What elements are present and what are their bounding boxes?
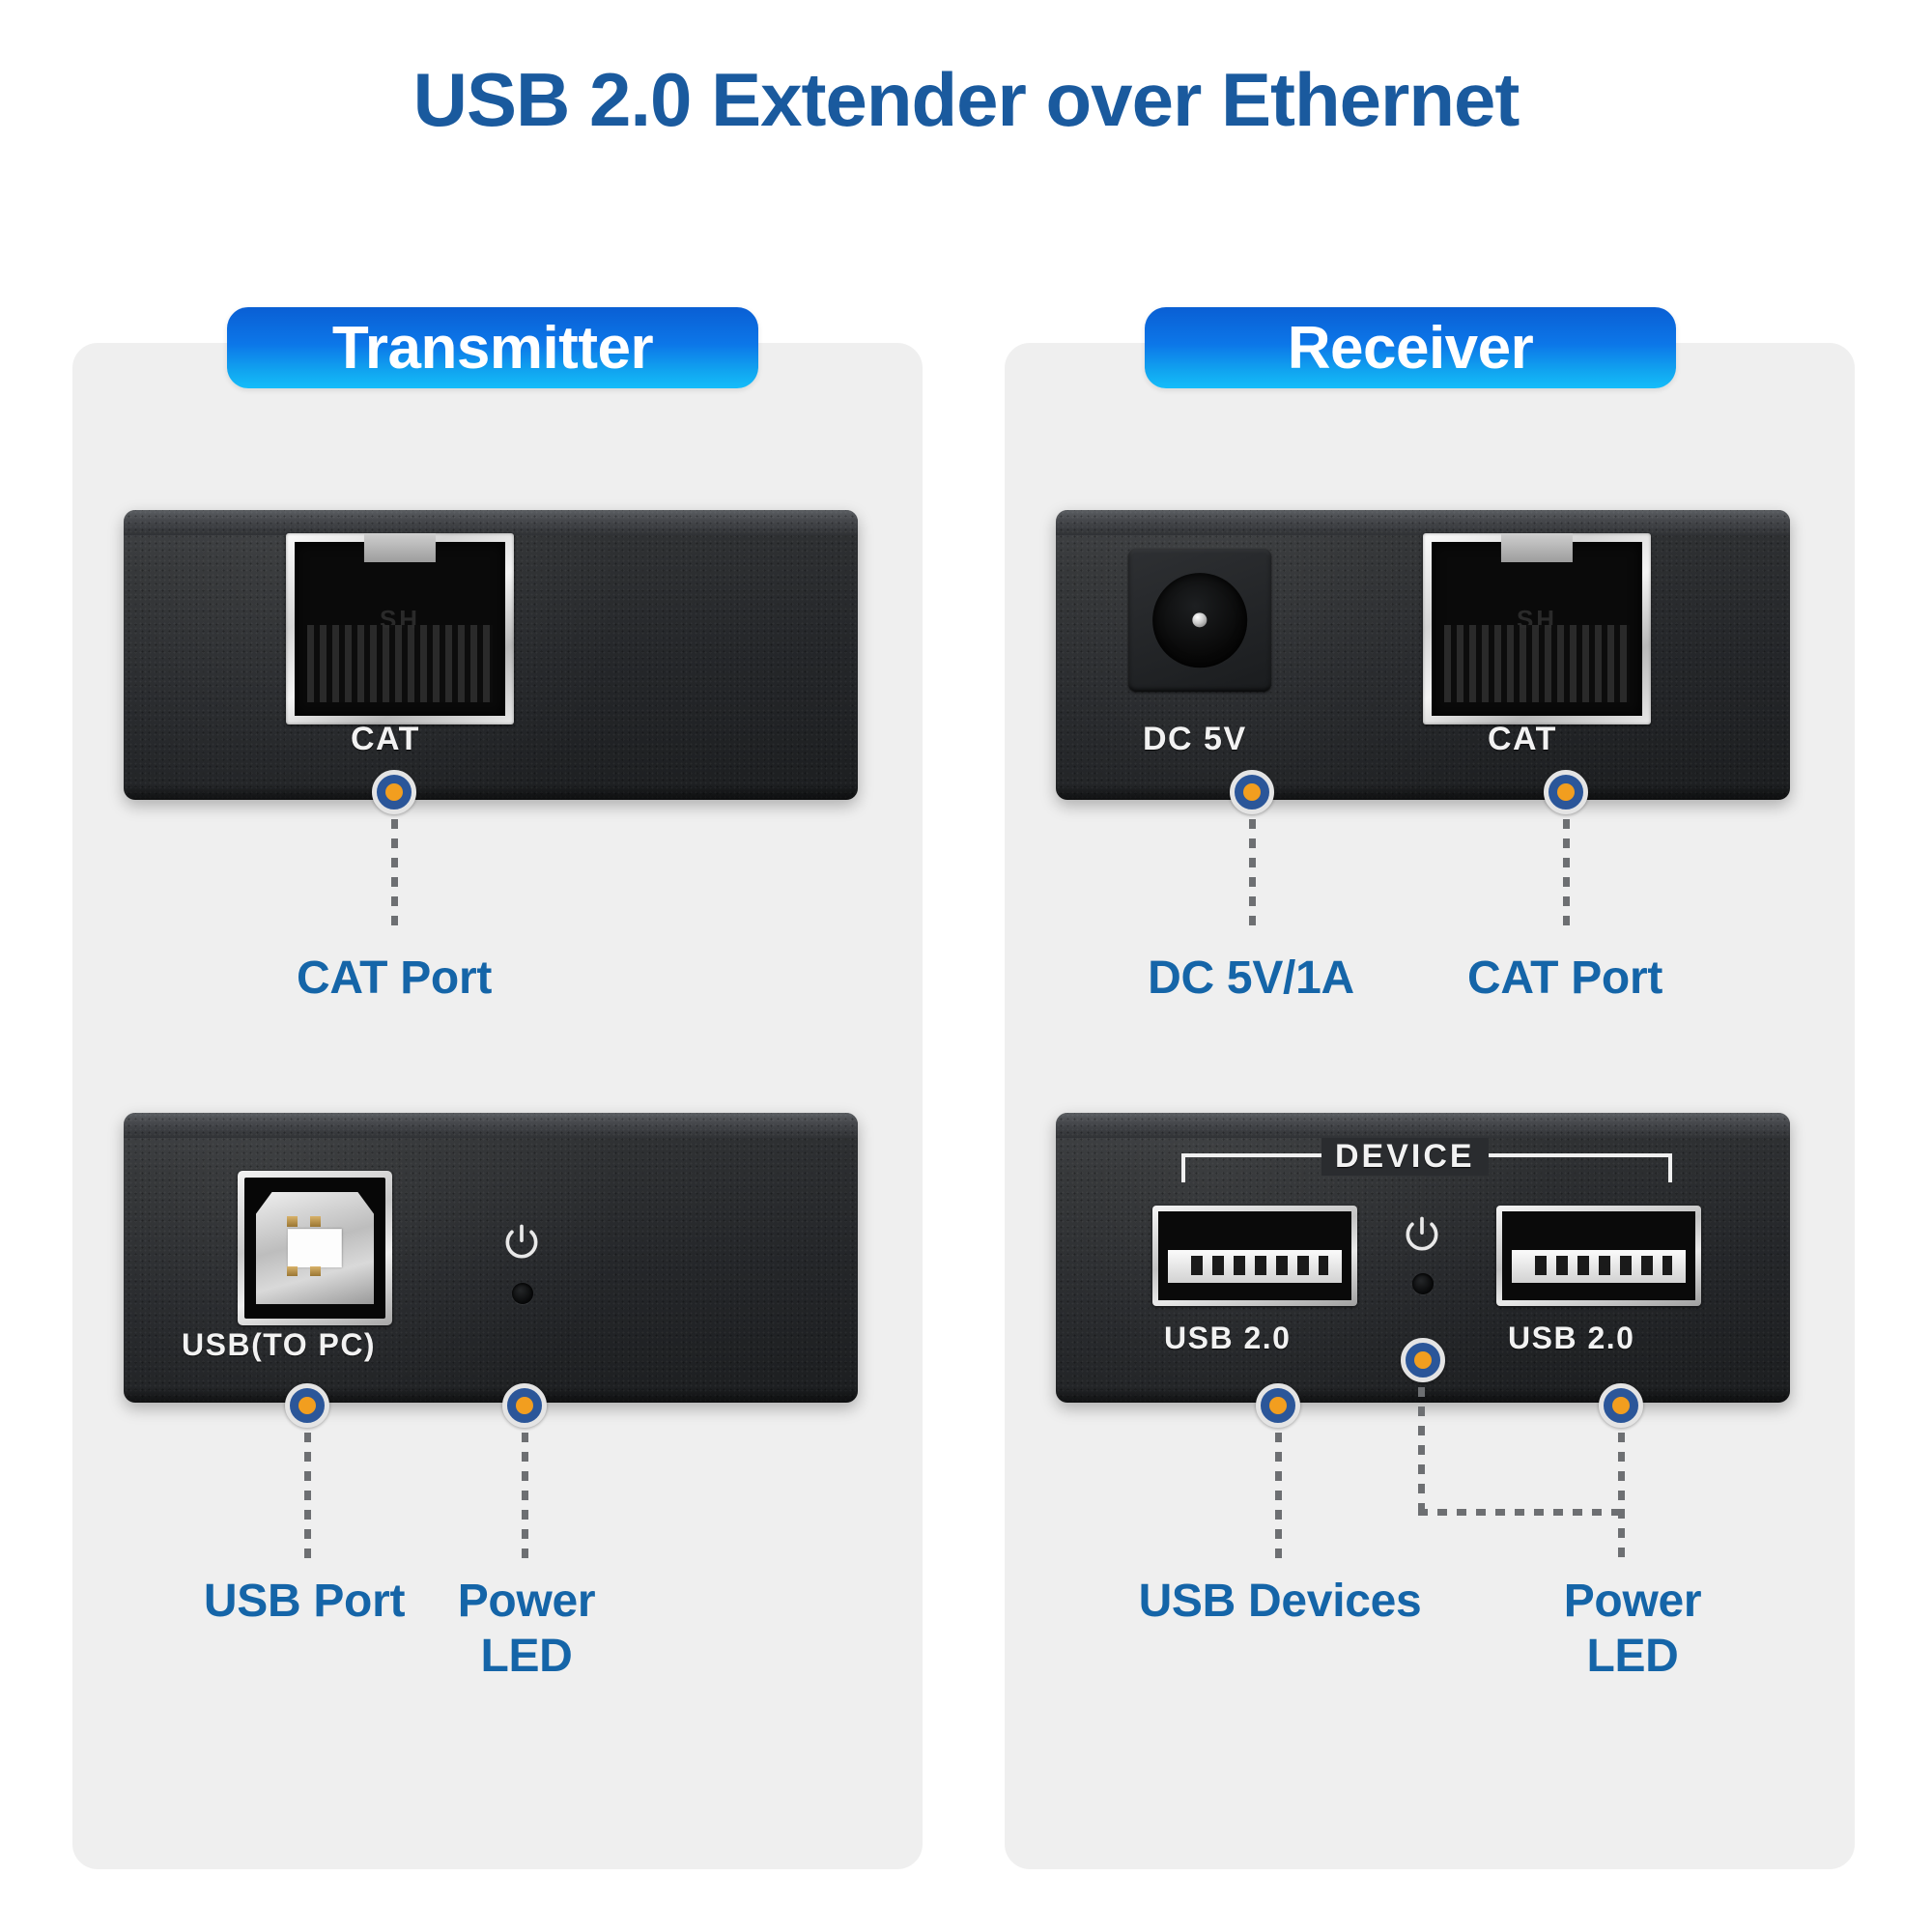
leader-usb-right-stub bbox=[1618, 1433, 1625, 1512]
usb-a-right-port[interactable] bbox=[1496, 1206, 1701, 1306]
device-top-bevel bbox=[1056, 1113, 1790, 1138]
power-led-hole bbox=[512, 1283, 533, 1304]
transmitter-badge: Transmitter bbox=[227, 307, 758, 388]
device-top-bevel bbox=[124, 1113, 858, 1138]
usb-b-insert bbox=[287, 1229, 343, 1267]
usb-b-contact bbox=[310, 1265, 322, 1277]
power-icon bbox=[505, 1224, 538, 1259]
usb-a-left-port[interactable] bbox=[1152, 1206, 1357, 1306]
leader-power-led bbox=[1418, 1387, 1425, 1515]
callout-power-led: Power LED bbox=[457, 1576, 596, 1682]
device-bottom-shade bbox=[1056, 784, 1790, 800]
marker-power-led[interactable] bbox=[1401, 1338, 1445, 1382]
transmitter-bottom-device: USB(TO PC) bbox=[124, 1113, 858, 1403]
usb-a-cavity bbox=[1158, 1211, 1351, 1300]
device-bottom-shade bbox=[124, 784, 858, 800]
dc-jack-barrel bbox=[1152, 573, 1247, 668]
rj45-cavity: SH bbox=[1432, 533, 1642, 716]
silk-label-cat: CAT bbox=[1488, 721, 1557, 757]
rj45-key-notch bbox=[363, 533, 437, 562]
rj45-pins bbox=[1444, 625, 1630, 702]
silk-label-dc-5v: DC 5V bbox=[1143, 721, 1247, 757]
marker-usb-port[interactable] bbox=[285, 1383, 329, 1428]
device-top-bevel bbox=[124, 510, 858, 535]
silk-label-usb20-left: USB 2.0 bbox=[1164, 1321, 1292, 1355]
usb-a-contacts bbox=[1525, 1256, 1672, 1276]
callout-cat-port: CAT Port bbox=[296, 952, 493, 1004]
device-top-bevel bbox=[1056, 510, 1790, 535]
rj45-cavity: SH bbox=[295, 533, 505, 716]
usb-b-contact bbox=[286, 1265, 298, 1277]
leader-power-led bbox=[522, 1433, 528, 1558]
silk-label-device: DEVICE bbox=[1321, 1138, 1489, 1176]
leader-usb-join bbox=[1418, 1509, 1625, 1516]
rj45-port[interactable]: SH bbox=[1423, 533, 1651, 724]
transmitter-top-device: SH CAT bbox=[124, 510, 858, 800]
rj45-key-notch bbox=[1500, 533, 1574, 562]
receiver-badge: Receiver bbox=[1145, 307, 1676, 388]
usb-b-shell bbox=[255, 1191, 375, 1305]
silk-label-usb-to-pc: USB(TO PC) bbox=[182, 1327, 377, 1362]
usb-a-cavity bbox=[1502, 1211, 1695, 1300]
leader-power-led-drop bbox=[1618, 1509, 1625, 1559]
dc-jack-port[interactable] bbox=[1128, 549, 1271, 692]
marker-dc-5v[interactable] bbox=[1230, 770, 1274, 814]
marker-usb-a-left[interactable] bbox=[1256, 1383, 1300, 1428]
marker-cat-port[interactable] bbox=[372, 770, 416, 814]
callout-dc-5v-1a: DC 5V/1A bbox=[1148, 952, 1354, 1004]
usb-a-contacts bbox=[1181, 1256, 1328, 1276]
leader-cat-port bbox=[391, 819, 398, 935]
device-bottom-shade bbox=[124, 1387, 858, 1403]
usb-b-contact bbox=[286, 1216, 298, 1227]
marker-power-led[interactable] bbox=[502, 1383, 547, 1428]
usb-b-cavity bbox=[244, 1178, 385, 1319]
usb-b-contact bbox=[310, 1216, 322, 1227]
silk-label-usb20-right: USB 2.0 bbox=[1508, 1321, 1635, 1355]
power-led-hole bbox=[1412, 1273, 1434, 1294]
silk-label-cat: CAT bbox=[351, 721, 420, 757]
dc-jack-center-pin bbox=[1192, 612, 1208, 628]
leader-dc-5v bbox=[1249, 819, 1256, 935]
usb-b-port[interactable] bbox=[238, 1171, 392, 1325]
leader-usb-port bbox=[304, 1433, 311, 1558]
callout-usb-port: USB Port bbox=[203, 1576, 406, 1627]
rj45-pins bbox=[307, 625, 493, 702]
leader-cat-port bbox=[1563, 819, 1570, 935]
callout-power-led: Power LED bbox=[1563, 1576, 1702, 1682]
callout-cat-port: CAT Port bbox=[1466, 952, 1663, 1004]
rj45-port[interactable]: SH bbox=[286, 533, 514, 724]
receiver-top-device: SH DC 5V CAT bbox=[1056, 510, 1790, 800]
page-title: USB 2.0 Extender over Ethernet bbox=[412, 57, 1520, 142]
power-icon bbox=[1406, 1216, 1438, 1251]
callout-usb-devices: USB Devices bbox=[1138, 1576, 1422, 1627]
marker-usb-a-right[interactable] bbox=[1599, 1383, 1643, 1428]
leader-usb-left bbox=[1275, 1433, 1282, 1558]
marker-cat-port[interactable] bbox=[1544, 770, 1588, 814]
